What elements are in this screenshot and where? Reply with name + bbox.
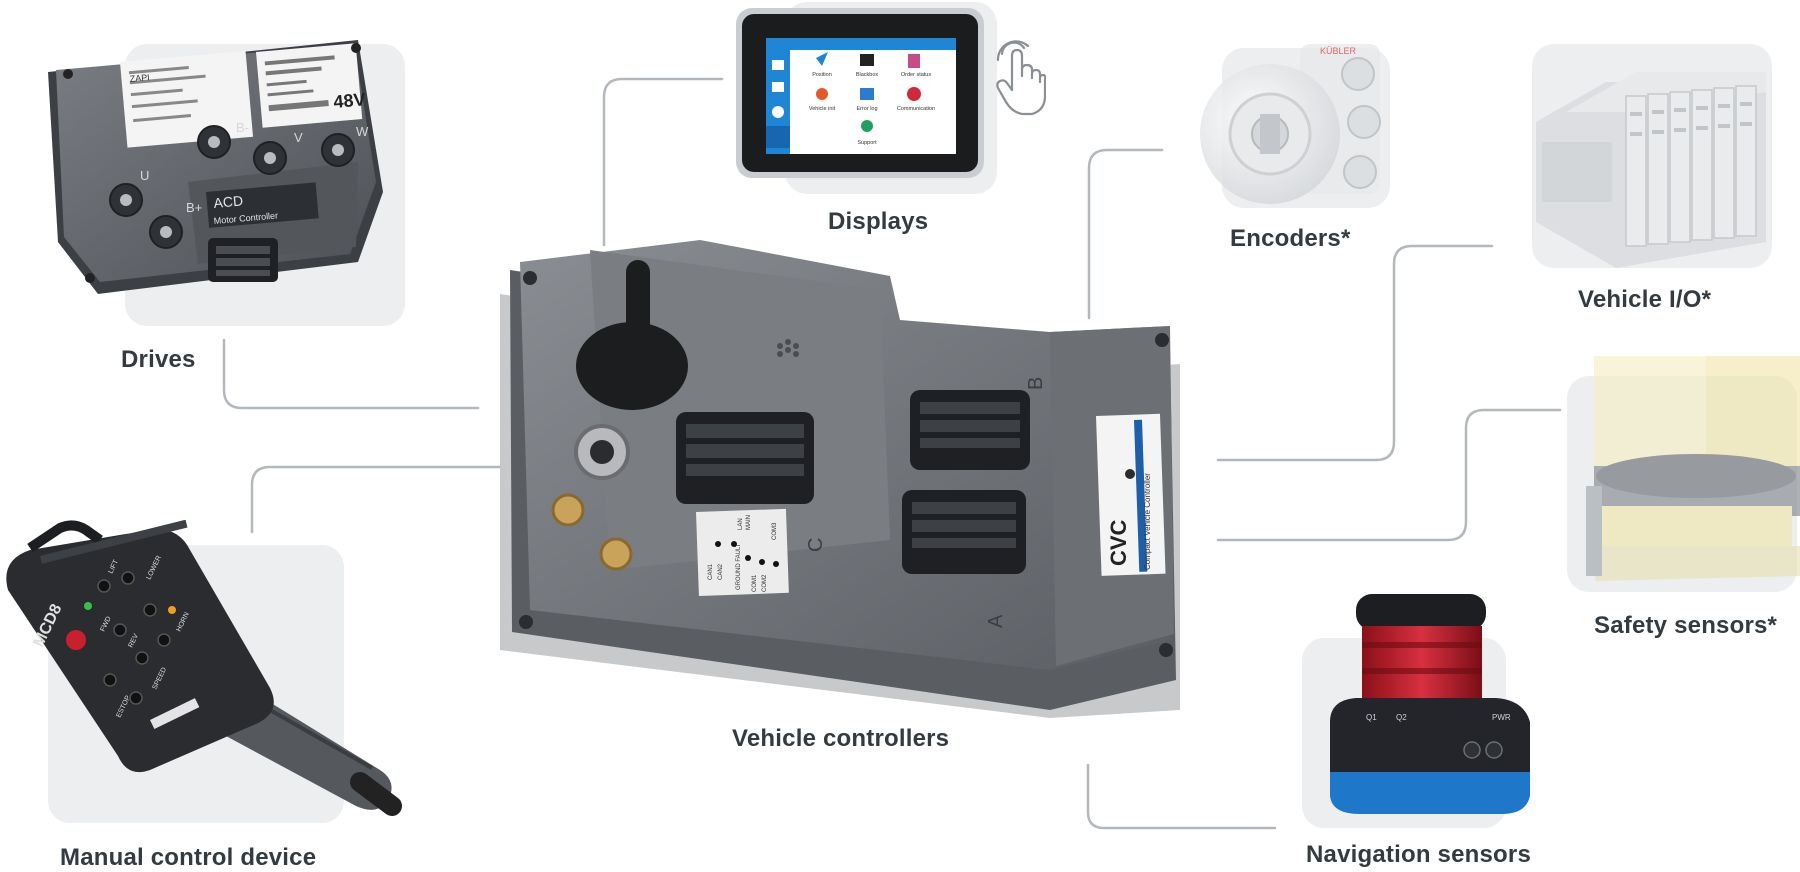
- connector-encoders: [1087, 148, 1164, 320]
- drive-model-label: ACD: [213, 192, 244, 211]
- controller-pin-com1: COM1: [752, 574, 758, 592]
- navigation-sensor-image: Q1 Q2 PWR: [1330, 594, 1530, 814]
- display-menu-vehicle-init: Vehicle init: [809, 106, 836, 112]
- touch-finger-icon: [996, 40, 1046, 116]
- display-image: Position Blackbox Order status Vehicle i…: [736, 8, 984, 178]
- connector-vehicle-io: [1216, 244, 1494, 462]
- drive-voltage-label: 48V: [333, 89, 367, 112]
- controller-pin-lan: LAN: [738, 518, 744, 530]
- controller-model-label: CVC: [1106, 519, 1131, 566]
- label-vehicle-controllers: Vehicle controllers: [732, 725, 950, 752]
- controller-model-name: Compact Vehicle Controller: [1143, 473, 1152, 570]
- safety-sensor-image: [1586, 356, 1800, 581]
- display-menu-position: Position: [812, 72, 832, 78]
- controller-connector-a: A: [985, 614, 1007, 628]
- encoder-brand-label: KÜBLER: [1320, 46, 1357, 56]
- controller-pin-main: MAIN: [746, 515, 752, 530]
- connector-navigation: [1086, 763, 1277, 830]
- controller-pin-com2: COM2: [762, 574, 768, 592]
- controller-connector-b: B: [1025, 377, 1047, 390]
- vehicle-io-image: [1536, 72, 1766, 268]
- controller-pin-can1: CAN1: [708, 563, 714, 580]
- display-menu-support: Support: [857, 140, 877, 146]
- connector-safety: [1216, 408, 1562, 542]
- label-navigation-sensors: Navigation sensors: [1306, 841, 1532, 868]
- label-vehicle-io: Vehicle I/O*: [1578, 286, 1712, 313]
- display-menu-error-log: Error log: [856, 106, 877, 112]
- label-encoders: Encoders*: [1230, 225, 1351, 252]
- display-menu-communication: Communication: [897, 106, 935, 112]
- display-menu-blackbox: Blackbox: [856, 72, 879, 78]
- connector-drives: [222, 338, 480, 410]
- controller-pin-ground-fault: GROUND FAULT: [736, 543, 742, 590]
- label-displays: Displays: [828, 208, 929, 235]
- manual-control-image: MCD8 ESTOP SPEED LIFT LOWER FWD REV HORN: [6, 520, 402, 816]
- connector-manual: [250, 465, 507, 534]
- connector-displays: [602, 77, 724, 247]
- vehicle-controller-image: A B C LAN MAIN CAN1 CAN2 GROUND FAULT CO…: [500, 240, 1180, 718]
- nav-indicator-q1: Q1: [1366, 713, 1377, 722]
- nav-indicator-q2: Q2: [1396, 713, 1407, 722]
- label-manual-control-device: Manual control device: [60, 844, 317, 871]
- controller-connector-c: C: [805, 538, 827, 552]
- display-menu-order-status: Order status: [901, 72, 932, 78]
- drive-terminal-bplus: B+: [186, 200, 202, 215]
- drive-terminal-w: W: [356, 124, 369, 139]
- label-safety-sensors: Safety sensors*: [1594, 612, 1778, 639]
- controller-pin-com3: COM3: [772, 522, 778, 540]
- drive-image: 48V ZAPI U V W B+ B- ACD Motor Controlle…: [48, 40, 383, 294]
- drive-terminal-bminus: B-: [236, 120, 249, 135]
- nav-indicator-pwr: PWR: [1492, 713, 1511, 722]
- drive-terminal-v: V: [294, 130, 303, 145]
- drive-terminal-u: U: [140, 168, 149, 183]
- controller-pin-can2: CAN2: [718, 563, 724, 580]
- label-drives: Drives: [121, 346, 196, 373]
- manual-estop-button: [66, 630, 86, 650]
- drive-brand-label: ZAPI: [129, 72, 150, 84]
- encoder-image: KÜBLER: [1200, 44, 1381, 204]
